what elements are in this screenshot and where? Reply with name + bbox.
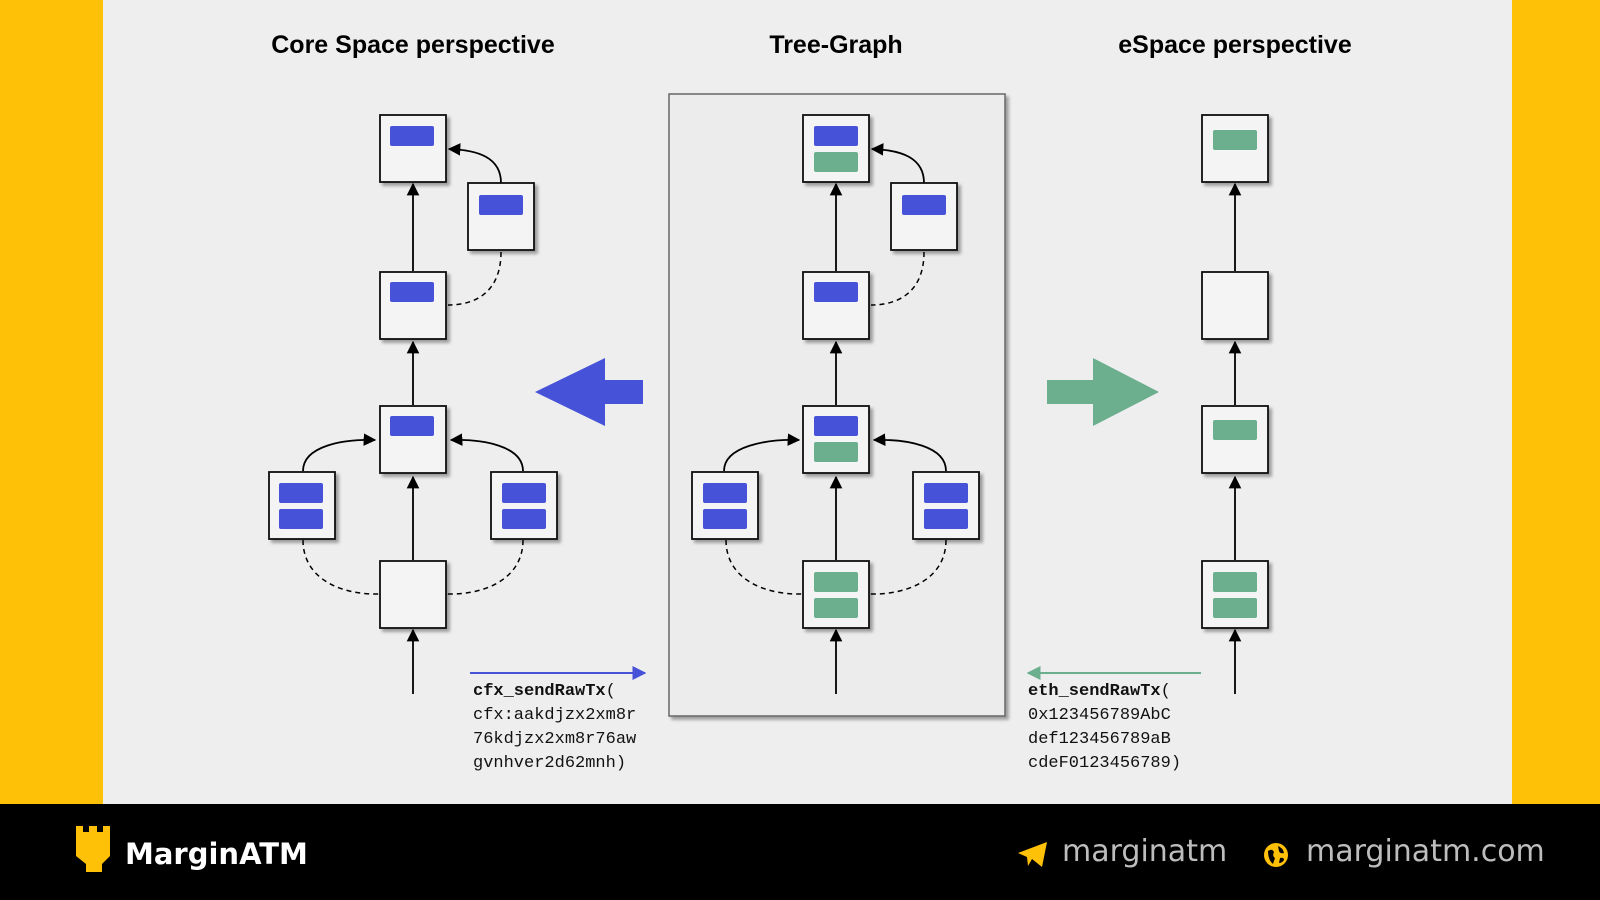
tree-graph [691, 114, 980, 694]
block [379, 271, 447, 340]
castle-tower-icon [76, 826, 110, 872]
core-tx [703, 483, 747, 503]
core-tx [279, 509, 323, 529]
core-tx [390, 416, 434, 436]
eth-address-line-1: 0x123456789AbC [1028, 706, 1171, 725]
cfx-paren: ( [605, 682, 616, 701]
core-tx [924, 483, 968, 503]
block [1201, 114, 1269, 183]
espace-graph [1201, 114, 1269, 694]
core-tx [703, 509, 747, 529]
espace-tx [814, 442, 858, 462]
block [691, 471, 759, 540]
block [802, 114, 870, 183]
block [379, 405, 447, 474]
espace-tx [1213, 420, 1257, 440]
edge [447, 143, 502, 184]
reference-edge [725, 539, 803, 595]
block [268, 471, 336, 540]
block [1201, 405, 1269, 474]
edge [870, 143, 925, 184]
tree-graph-title: Tree-Graph [769, 31, 903, 59]
tree-graph-diagram [268, 93, 1269, 717]
cfx-function-name: cfx_sendRawTx [473, 682, 606, 701]
core-tx [902, 195, 946, 215]
core-tx [390, 126, 434, 146]
footer-bar: MarginATM marginatm marginatm.com [0, 804, 1600, 900]
eth-send-raw-tx-code: eth_sendRawTx( 0x123456789AbC def1234567… [1028, 680, 1181, 776]
reference-edge [870, 251, 925, 306]
block [467, 182, 535, 251]
edge [302, 433, 377, 472]
eth-function-name: eth_sendRawTx [1028, 682, 1161, 701]
telegram-handle[interactable]: marginatm [1062, 834, 1228, 869]
edge [872, 433, 947, 472]
espace-tx [1213, 572, 1257, 592]
brand-name: MarginATM [125, 837, 308, 871]
block [1201, 560, 1269, 629]
espace-tx [1213, 130, 1257, 150]
block [379, 114, 447, 183]
right-projection-arrow [1047, 358, 1159, 426]
core-tx [502, 509, 546, 529]
core-tx [502, 483, 546, 503]
block [1201, 271, 1269, 340]
reference-edge [446, 539, 524, 595]
cfx-address-line-2: 76kdjzx2xm8r76aw [473, 730, 637, 749]
eth-paren: ( [1160, 682, 1171, 701]
block [490, 471, 558, 540]
reference-edge [869, 539, 947, 595]
core-space-title: Core Space perspective [271, 31, 555, 59]
core-tx [279, 483, 323, 503]
eth-address-line-3: cdeF0123456789) [1028, 754, 1182, 773]
core-tx [479, 195, 523, 215]
edge [723, 433, 801, 472]
edge [449, 433, 524, 472]
core-tx [814, 126, 858, 146]
reference-edge [302, 539, 380, 595]
block [890, 182, 958, 251]
espace-tx [1213, 598, 1257, 618]
block [802, 271, 870, 340]
core-space-graph [268, 114, 558, 694]
left-projection-arrow [535, 358, 643, 426]
block [379, 560, 447, 629]
slide: Core Space perspective Tree-Graph eSpace… [103, 0, 1512, 804]
eth-address-line-2: def123456789aB [1028, 730, 1171, 749]
core-tx [390, 282, 434, 302]
espace-title: eSpace perspective [1118, 31, 1352, 59]
block [912, 471, 980, 540]
block [802, 405, 870, 474]
paper-plane-icon [1018, 842, 1047, 867]
espace-tx [814, 572, 858, 592]
cfx-address-line-3: gvnhver2d62mnh) [473, 754, 627, 773]
cfx-address-line-1: cfx:aakdjzx2xm8r [473, 706, 637, 725]
espace-tx [814, 152, 858, 172]
core-tx [924, 509, 968, 529]
espace-tx [814, 598, 858, 618]
block [802, 560, 870, 629]
cfx-send-raw-tx-code: cfx_sendRawTx( cfx:aakdjzx2xm8r 76kdjzx2… [473, 680, 636, 776]
core-tx [814, 282, 858, 302]
website-link[interactable]: marginatm.com [1306, 834, 1545, 869]
core-tx [814, 416, 858, 436]
reference-edge [447, 251, 502, 306]
globe-icon [1264, 843, 1288, 867]
